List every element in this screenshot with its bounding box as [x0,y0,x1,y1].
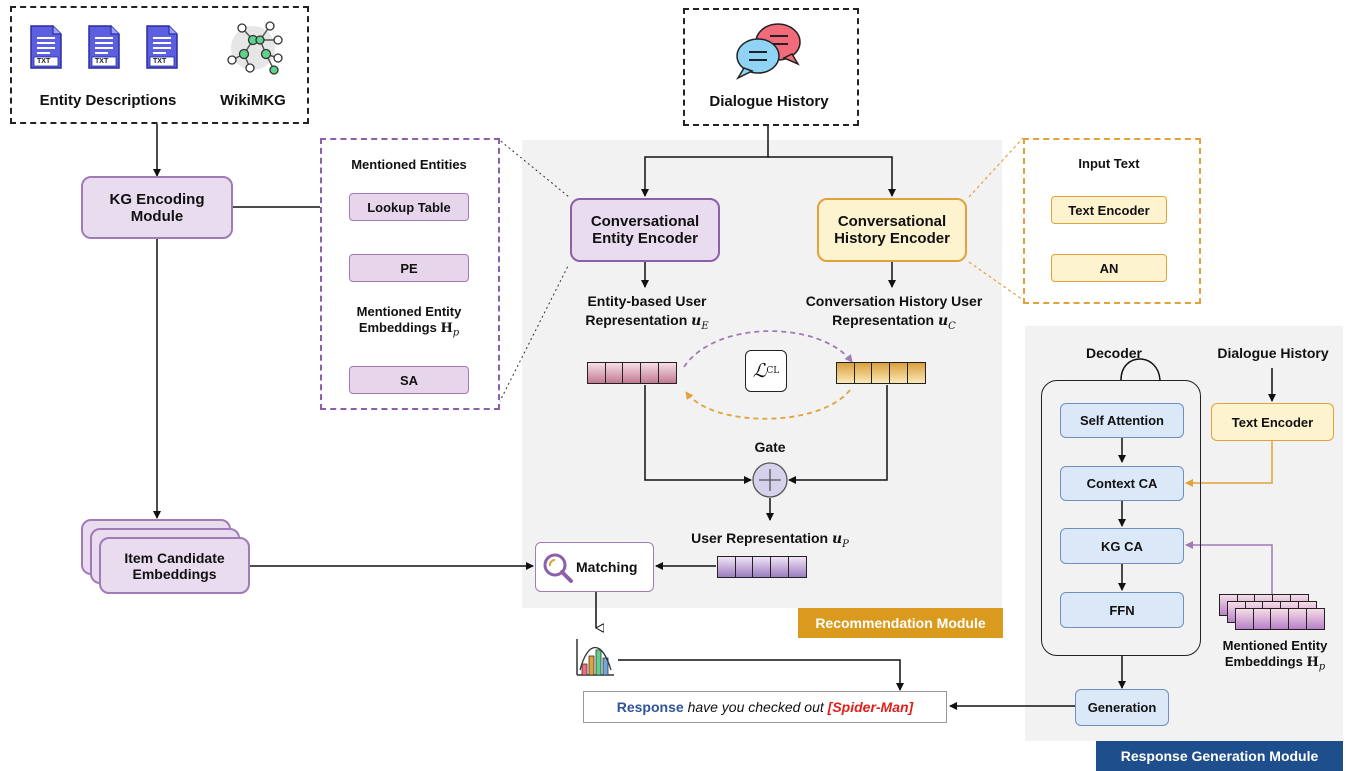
response-label: Response [616,699,684,715]
txt-label: TXT [95,58,109,65]
entity-rep-text: Entity-based User Representation [585,293,707,328]
pe-box: PE [349,254,469,282]
generation-box: Generation [1075,689,1169,726]
text-encoder-box: Text Encoder [1051,196,1167,224]
entity-descriptions-label: Entity Descriptions [39,92,177,109]
txt-file-icon [88,25,120,69]
kg-encoding-module: KG Encoding Module [81,176,233,239]
entity-representation-vector [586,362,678,384]
decoder-block [1041,380,1201,656]
mentioned-entities-label: Mentioned Entities [351,157,467,172]
user-rep-text: User Representation [691,530,829,546]
response-entity: [Spider-Man] [827,699,914,715]
ffn-box: FFN [1060,592,1184,628]
mentioned-entity-embeddings-text: Mentioned Entity Embeddings [356,304,462,335]
distribution-chart-icon [576,639,614,676]
knowledge-graph-icon [227,21,283,75]
kg-ca-box: KG CA [1060,528,1184,564]
self-attention-box: Self Attention [1060,403,1184,438]
response-generation-module-tag: Response Generation Module [1096,741,1343,771]
history-user-representation-label: Conversation History User Representation… [800,292,988,336]
history-rep-text: Conversation History User Representation [805,293,983,328]
sa-box: SA [349,366,469,394]
history-representation-vector [835,362,927,384]
entity-rep-symbol: u [691,313,702,329]
response-box: Response have you checked out [Spider-Ma… [583,691,947,723]
magnifier-icon [543,553,573,583]
item-candidate-embeddings: Item Candidate Embeddings [99,537,250,594]
mentioned-entity-embeddings-stack-front [1234,608,1326,630]
chat-bubbles-icon [736,23,801,80]
txt-file-icon [30,25,62,69]
mentioned-entity-embeddings-label: Mentioned Entity Embeddings Hp [330,304,488,342]
user-representation-vector [716,556,808,578]
lookup-table-box: Lookup Table [349,193,469,221]
decoder-label: Decoder [1085,345,1143,361]
generation-mentioned-entity-label: Mentioned Entity Embeddings Hp [1206,638,1344,676]
conversational-history-encoder: Conversational History Encoder [817,198,967,262]
context-ca-box: Context CA [1060,466,1184,501]
matching-box: Matching [535,542,654,592]
user-representation-label: User Representation uP [660,530,880,550]
history-rep-subscript: C [948,320,956,332]
generation-mentioned-entity-text: Mentioned Entity Embeddings [1222,638,1328,669]
recommendation-module-tag: Recommendation Module [798,608,1003,638]
gate-label: Gate [754,439,786,455]
loss-subscript: CL [766,366,780,376]
generation-dialogue-history-label: Dialogue History [1217,345,1329,361]
hp-symbol: H [440,321,453,336]
generation-text-encoder-box: Text Encoder [1211,403,1334,441]
generation-hp-subscript: p [1318,661,1326,673]
conversational-entity-encoder: Conversational Entity Encoder [570,198,720,262]
user-rep-subscript: P [842,538,849,550]
an-box: AN [1051,254,1167,282]
dialogue-history-label: Dialogue History [709,93,829,110]
response-text: have you checked out [687,699,824,715]
loss-symbol: ℒ [752,360,767,382]
txt-file-icon [146,25,178,69]
history-rep-symbol: u [937,313,949,329]
user-rep-symbol: u [831,531,843,547]
input-text-label: Input Text [1078,156,1140,171]
entity-rep-subscript: E [701,320,709,332]
wikimkg-label: WikiMKG [220,92,286,109]
entity-user-representation-label: Entity-based User Representation uE [562,292,732,336]
txt-label: TXT [153,58,167,65]
matching-label: Matching [576,559,638,575]
txt-label: TXT [37,58,51,65]
generation-hp-symbol: H [1306,655,1319,670]
hp-subscript: p [452,327,460,339]
gate-plus-icon [752,462,788,498]
